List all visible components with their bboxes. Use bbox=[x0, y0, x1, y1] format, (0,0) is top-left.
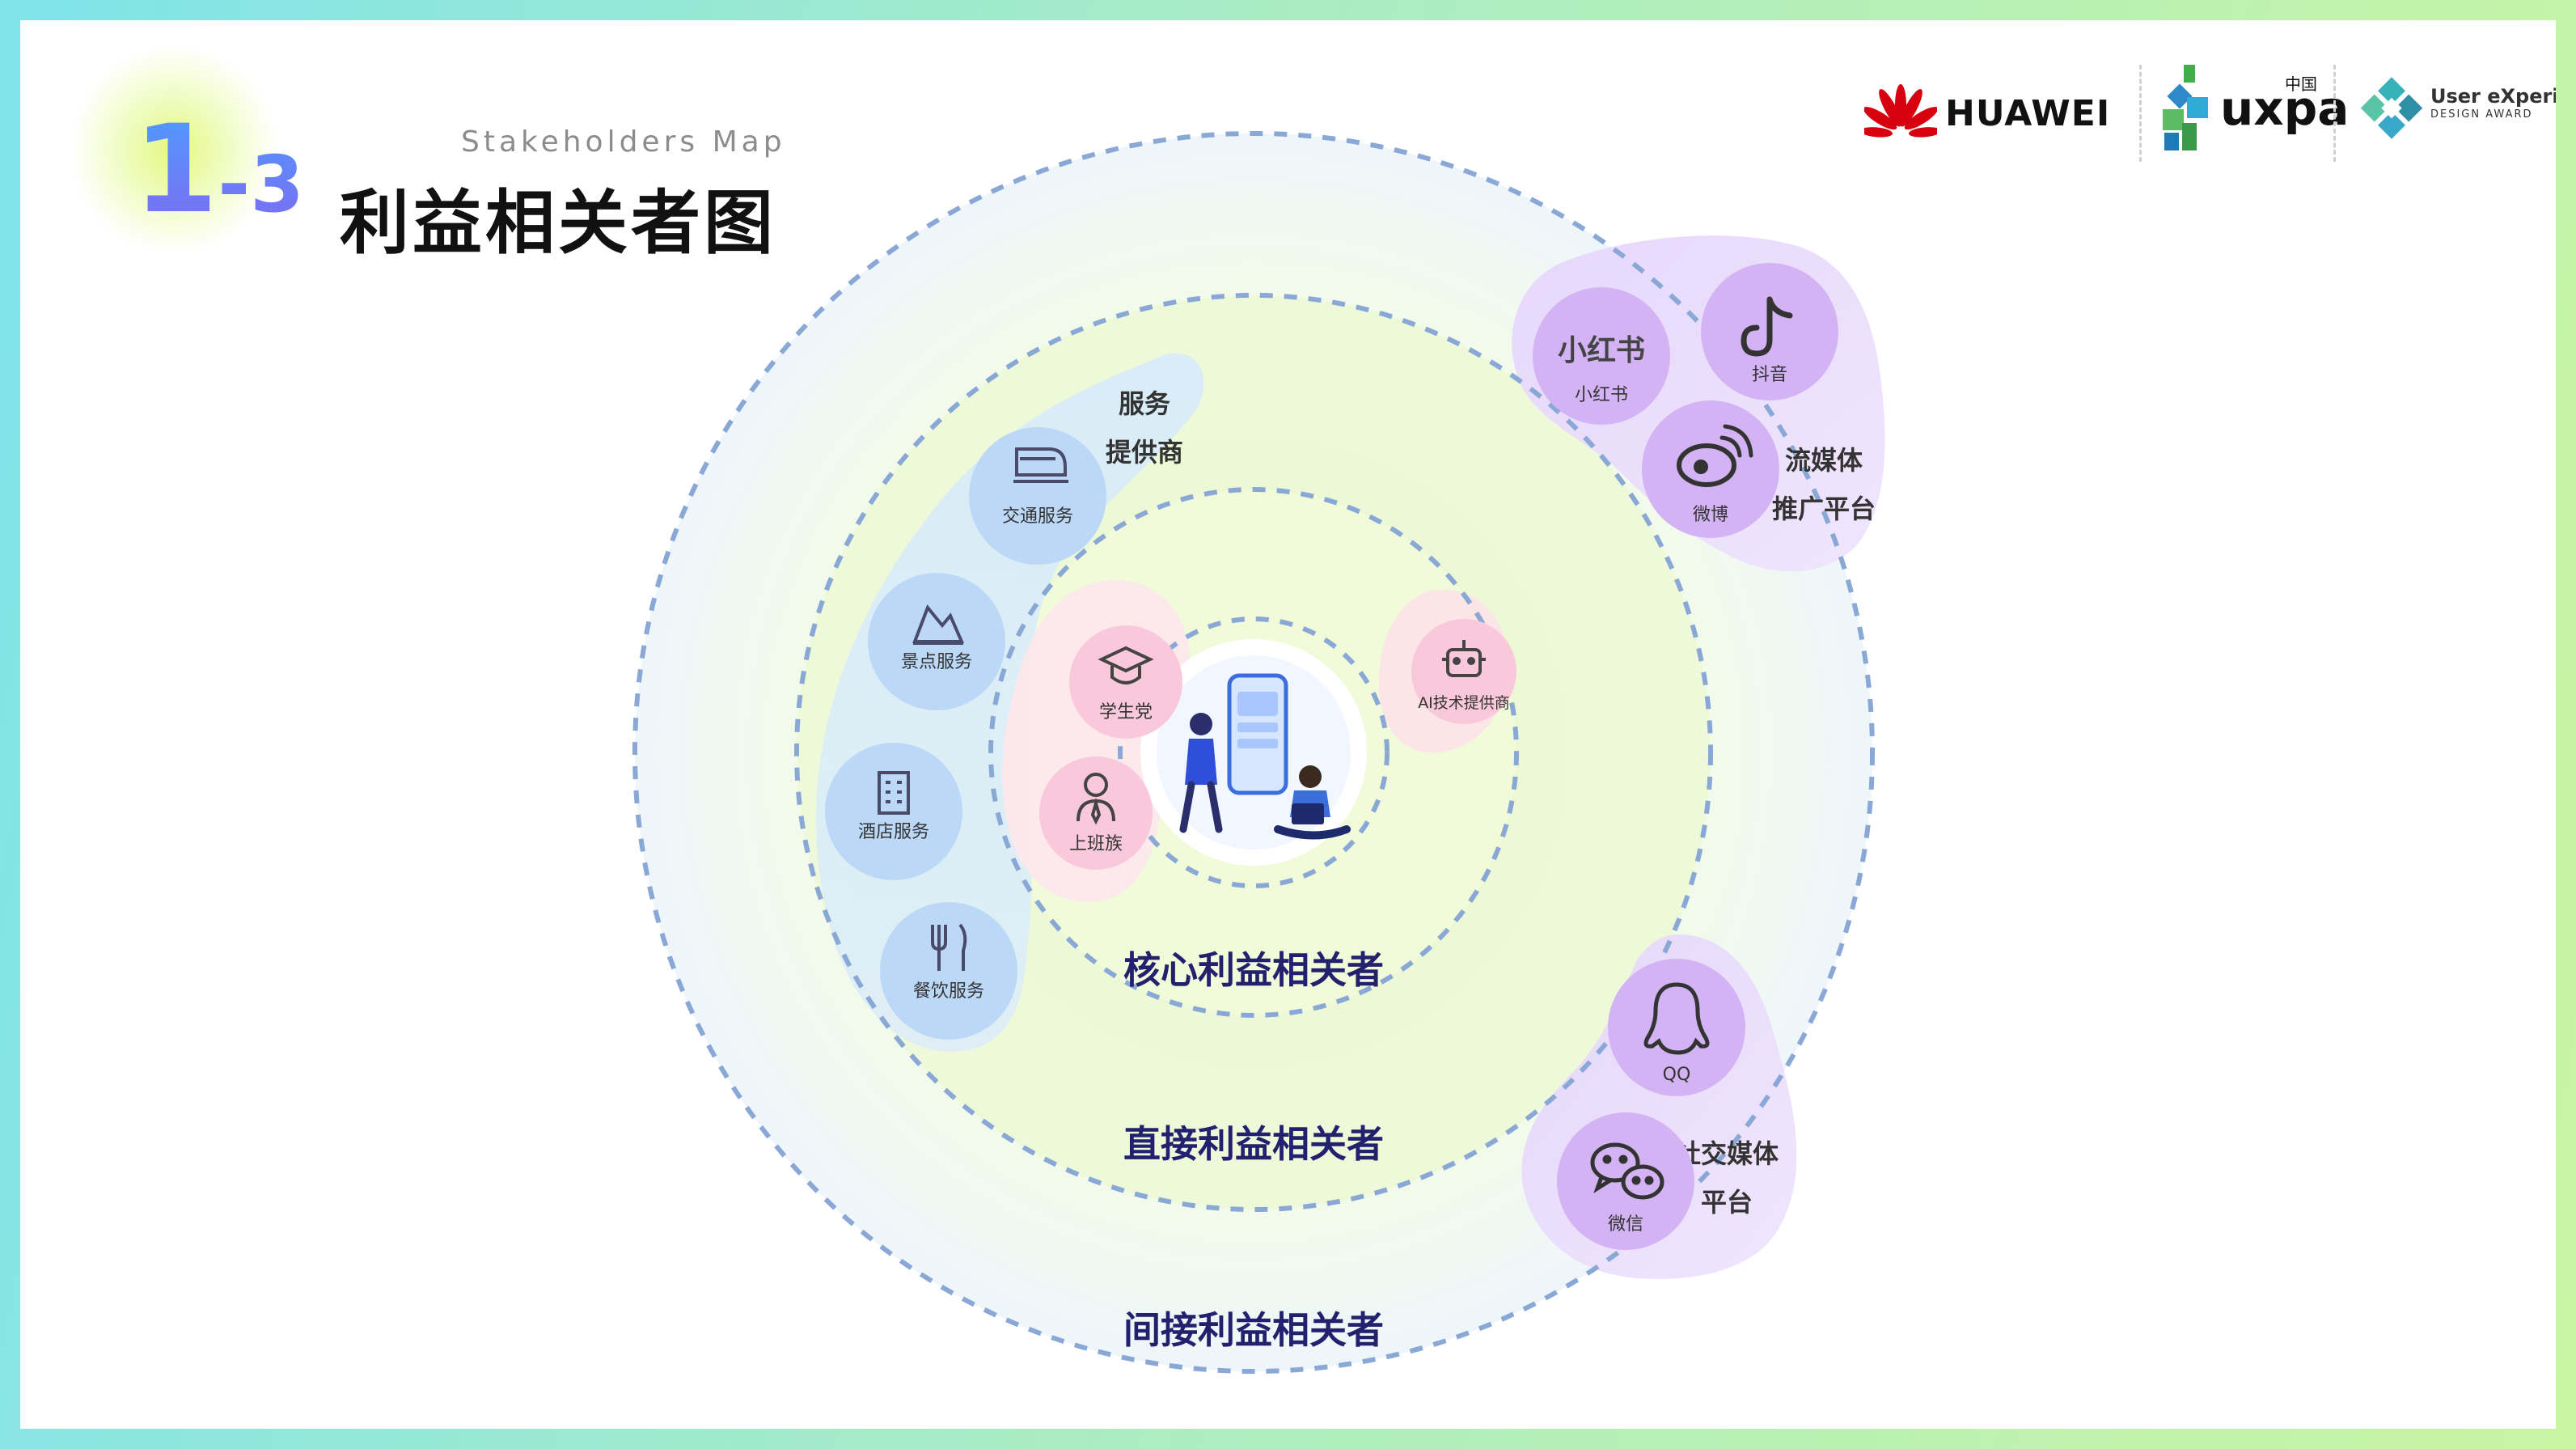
social-label-line1: 社交媒体 bbox=[1675, 1138, 1779, 1169]
logo-divider bbox=[2139, 65, 2142, 162]
uxpa-china-label: 中国 bbox=[2285, 74, 2317, 94]
wechat-icon bbox=[1590, 1142, 1664, 1200]
douyin-label: 抖音 bbox=[1752, 365, 1787, 385]
scenic-node: 景点服务 bbox=[868, 573, 1005, 710]
wechat-node: 微信 bbox=[1557, 1112, 1694, 1250]
service-provider-label-line1: 服务 bbox=[1119, 388, 1170, 419]
student-node: 学生党 bbox=[1069, 625, 1182, 739]
ux-award-logo-icon bbox=[2360, 77, 2423, 139]
ux-award-line1: User eXperience bbox=[2430, 85, 2556, 108]
graduation-cap-icon bbox=[1098, 646, 1154, 684]
streaming-label-line1: 流媒体 bbox=[1785, 445, 1863, 476]
weibo-icon bbox=[1677, 424, 1753, 487]
douyin-node: 抖音 bbox=[1701, 263, 1838, 400]
logo-bar: HUAWEI uxpa 中国 User eXperience DESIGN AW… bbox=[1840, 49, 2556, 178]
hotel-node: 酒店服务 bbox=[825, 743, 962, 880]
wechat-label: 微信 bbox=[1608, 1214, 1643, 1235]
worker-node: 上班族 bbox=[1039, 756, 1153, 870]
ux-award-line2: DESIGN AWARD bbox=[2430, 108, 2533, 121]
transport-node: 交通服务 bbox=[969, 427, 1106, 565]
douyin-icon bbox=[1741, 296, 1793, 357]
xiaohongshu-logo-icon: 小红书 bbox=[1558, 334, 1645, 367]
indirect-ring-outline bbox=[632, 131, 1875, 1374]
qq-penguin-icon bbox=[1643, 982, 1710, 1055]
title-glow bbox=[69, 44, 279, 255]
robot-icon bbox=[1442, 640, 1486, 677]
service-provider-label-line2: 提供商 bbox=[1106, 437, 1183, 468]
ai-provider-label: AI技术提供商 bbox=[1418, 694, 1510, 712]
student-label: 学生党 bbox=[1099, 702, 1153, 722]
dining-node: 餐饮服务 bbox=[880, 902, 1017, 1040]
ai-provider-node: AI技术提供商 bbox=[1411, 619, 1516, 724]
transport-label: 交通服务 bbox=[1002, 506, 1073, 527]
mountain-icon bbox=[912, 604, 965, 645]
indirect-stakeholders-label: 间接利益相关者 bbox=[1123, 1308, 1384, 1352]
logo-divider bbox=[2333, 65, 2336, 162]
qq-label: QQ bbox=[1663, 1065, 1691, 1085]
weibo-node: 微博 bbox=[1642, 400, 1779, 538]
core-ring-outline bbox=[988, 487, 1519, 1018]
person-icon bbox=[1077, 773, 1115, 825]
train-icon bbox=[1013, 447, 1068, 483]
building-icon bbox=[878, 771, 910, 815]
xiaohongshu-label: 小红书 bbox=[1575, 385, 1628, 405]
core-stakeholders-label: 核心利益相关者 bbox=[1123, 948, 1384, 992]
stakeholder-diagram: 核心利益相关者 直接利益相关者 间接利益相关者 服务 提供商 流媒体 推广平台 … bbox=[632, 131, 1885, 1374]
fork-knife-icon bbox=[931, 923, 967, 971]
worker-label: 上班族 bbox=[1069, 834, 1123, 854]
social-label-line2: 平台 bbox=[1701, 1187, 1753, 1218]
hotel-label: 酒店服务 bbox=[858, 822, 929, 842]
huawei-logo-icon bbox=[1864, 84, 1937, 138]
weibo-label: 微博 bbox=[1693, 505, 1728, 525]
direct-stakeholders-label: 直接利益相关者 bbox=[1123, 1122, 1384, 1166]
uxpa-logo-icon bbox=[2163, 65, 2208, 150]
center-illustration bbox=[1140, 639, 1367, 866]
page-title: 利益相关者图 bbox=[340, 183, 776, 264]
center-ring-outline bbox=[1118, 616, 1390, 888]
uxpa-wordmark: uxpa bbox=[2220, 81, 2350, 136]
slide: 1-3 Stakeholders Map 利益相关者图 HUAWEI uxpa bbox=[20, 20, 2556, 1429]
xiaohongshu-node: 小红书 小红书 bbox=[1533, 287, 1670, 425]
scenic-label: 景点服务 bbox=[901, 652, 972, 672]
qq-node: QQ bbox=[1608, 959, 1745, 1096]
huawei-wordmark: HUAWEI bbox=[1945, 93, 2111, 134]
direct-ring-outline bbox=[794, 293, 1713, 1212]
page-subtitle: Stakeholders Map bbox=[461, 125, 786, 159]
streaming-label-line2: 推广平台 bbox=[1772, 494, 1876, 524]
dining-label: 餐饮服务 bbox=[913, 981, 984, 1002]
